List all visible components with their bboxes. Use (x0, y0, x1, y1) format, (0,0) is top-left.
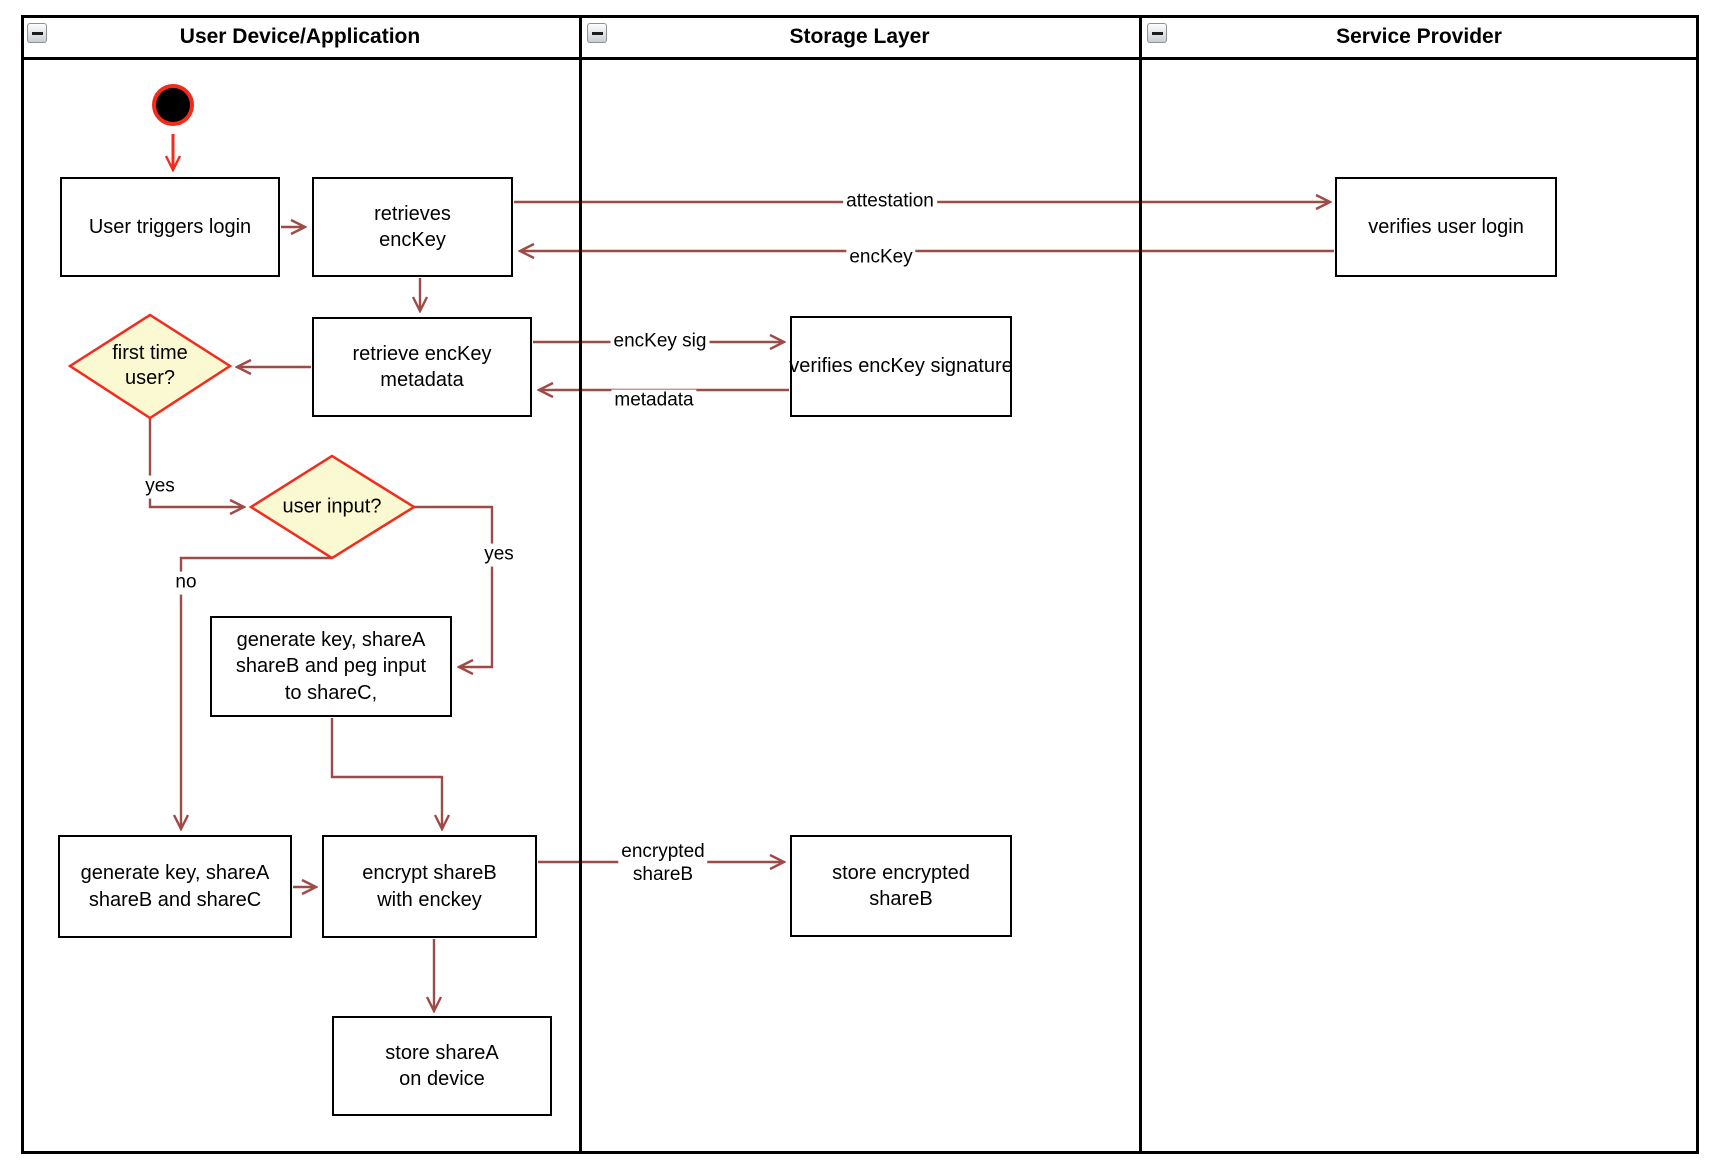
edge-label-encrypted-shareb: encrypted shareB (618, 841, 708, 887)
edge-label-attestation: attestation (843, 190, 937, 214)
edge-label-enckey-sig: encKey sig (610, 330, 710, 354)
lane-divider-2 (1139, 15, 1142, 1154)
lane-title-service-provider[interactable]: Service Provider (1336, 25, 1502, 48)
swimlane-pool (21, 15, 1699, 1154)
edge-label-enckey: encKey (846, 246, 916, 270)
edge-label-yes-user-input: yes (481, 543, 517, 567)
initial-state-node[interactable] (152, 84, 194, 126)
edge-first-time-yes (148, 418, 244, 507)
minus-icon (1151, 31, 1163, 35)
collapse-lane-3-button[interactable] (1147, 23, 1167, 43)
node-verifies-enckey-signature[interactable]: verifies encKey signature (789, 316, 1013, 417)
node-store-sharea[interactable]: store shareA on device (332, 1016, 552, 1116)
edge-user-input-yes (414, 505, 494, 667)
node-retrieves-enckey[interactable]: retrieves encKey (312, 177, 513, 277)
edge-label-no-user-input: no (172, 571, 200, 595)
decision-first-time-user-shape[interactable] (67, 313, 233, 420)
decision-first-time-user-label[interactable]: first time user? (112, 342, 188, 389)
decision-user-input-label[interactable]: user input? (282, 495, 382, 518)
collapse-lane-1-button[interactable] (27, 23, 47, 43)
lane-title-storage-layer[interactable]: Storage Layer (789, 25, 930, 48)
node-retrieve-enckey-metadata[interactable]: retrieve encKey metadata (312, 317, 532, 417)
node-encrypt-shareb[interactable]: encrypt shareB with enckey (322, 835, 537, 938)
edge-user-input-no (181, 556, 332, 829)
node-user-triggers-login[interactable]: User triggers login (60, 177, 280, 277)
edge-label-metadata: metadata (611, 389, 697, 413)
minus-icon (591, 31, 603, 35)
edge-label-yes-first-time: yes (142, 475, 178, 499)
lane-divider-1 (579, 15, 582, 1154)
node-generate-key-sharec[interactable]: generate key, shareA shareB and shareC (58, 835, 292, 938)
node-store-encrypted-shareb[interactable]: store encrypted shareB (790, 835, 1012, 937)
lane-title-user-device[interactable]: User Device/Application (179, 25, 421, 48)
lane-header-divider (21, 57, 1699, 60)
minus-icon (31, 31, 43, 35)
collapse-lane-2-button[interactable] (587, 23, 607, 43)
edge-peg-to-encrypt (330, 718, 442, 829)
decision-user-input-shape[interactable] (248, 454, 417, 560)
node-generate-key-peg-input[interactable]: generate key, shareA shareB and peg inpu… (210, 616, 452, 717)
node-verifies-user-login[interactable]: verifies user login (1335, 177, 1557, 277)
